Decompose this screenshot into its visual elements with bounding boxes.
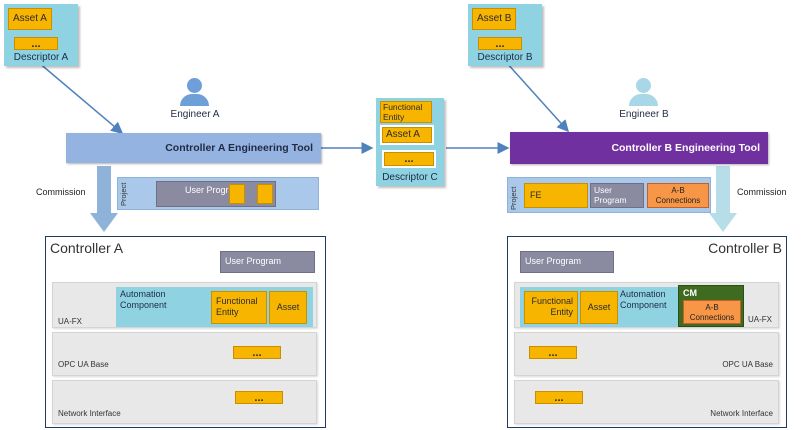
controller-a-automation-component-label: Automation Component	[120, 289, 167, 310]
project-b[interactable]: Project FE User Program A-B Connections	[507, 177, 711, 213]
controller-b-network-dots: ...	[535, 391, 583, 404]
controller-a-layer-opc-ua-base: ... OPC UA Base	[52, 332, 317, 376]
controller-b-asset: Asset	[580, 291, 618, 324]
descriptor-b-dots: ...	[478, 37, 522, 50]
controller-b-cm: CM A-B Connections	[678, 285, 744, 327]
controller-b-cm-label: CM	[683, 288, 697, 298]
controller-a-asset: Asset	[269, 291, 307, 324]
controller-b-network-interface-label: Network Interface	[710, 409, 773, 418]
descriptor-a-label: Descriptor A	[13, 52, 69, 63]
project-b-label: Project	[509, 186, 518, 210]
controller-b-ab-connections: A-B Connections	[683, 300, 741, 324]
descriptor-a-dots: ...	[14, 37, 58, 50]
commission-arrow-a	[90, 166, 118, 232]
engineer-a-label: Engineer A	[170, 109, 220, 120]
controller-b[interactable]: Controller B User Program Automation Com…	[507, 236, 787, 428]
descriptor-c-functional-entity: Functional Entity	[380, 101, 432, 123]
controller-a-functional-entity: Functional Entity	[211, 291, 267, 324]
engineer-a: Engineer A	[160, 78, 230, 122]
controller-a-layer-ua-fx: Automation Component Functional Entity A…	[52, 282, 317, 328]
tool-b-label: Controller B Engineering Tool	[611, 142, 760, 154]
controller-b-user-program: User Program	[520, 251, 614, 273]
controller-a-network-dots: ...	[235, 391, 283, 404]
controller-b-opc-dots: ...	[529, 346, 577, 359]
commission-arrow-b	[709, 166, 737, 232]
controller-b-title: Controller B	[708, 240, 782, 256]
engineer-b-label: Engineer B	[619, 109, 669, 120]
controller-a-layer-network-interface: ... Network Interface	[52, 380, 317, 424]
controller-b-automation-component-label: Automation Component	[620, 289, 667, 310]
descriptor-c-asset: Asset A	[382, 127, 432, 143]
descriptor-a[interactable]: Asset A ... Descriptor A	[4, 4, 78, 66]
engineer-b: Engineer B	[609, 78, 679, 122]
project-b-ab-connections: A-B Connections	[647, 183, 709, 208]
arrow-descriptor-b-to-tool-b	[505, 61, 570, 133]
controller-a-ua-fx-label: UA-FX	[58, 317, 82, 326]
controller-a-user-program: User Program	[220, 251, 315, 273]
commission-b-label: Commission	[737, 187, 787, 197]
controller-b-functional-entity: Functional Entity	[524, 291, 578, 324]
project-a-block-1	[229, 184, 245, 204]
controller-a-opc-dots: ...	[233, 346, 281, 359]
descriptor-c-label: Descriptor C	[382, 172, 438, 183]
controller-a-network-interface-label: Network Interface	[58, 409, 121, 418]
project-a-user-program: User Program	[156, 181, 276, 207]
project-a[interactable]: Project User Program	[117, 177, 319, 210]
controller-b-ua-fx-label: UA-FX	[748, 315, 772, 324]
descriptor-b[interactable]: Asset B ... Descriptor B	[468, 4, 542, 66]
controller-b-layer-ua-fx: Automation Component Functional Entity A…	[514, 282, 779, 328]
controller-a-title: Controller A	[50, 240, 124, 256]
engineer-a-person-icon-head	[187, 78, 202, 93]
controller-b-layer-opc-ua-base: ... OPC UA Base	[514, 332, 779, 376]
project-a-block-2	[257, 184, 273, 204]
project-b-fe: FE	[524, 183, 588, 208]
controller-a-opc-ua-base-label: OPC UA Base	[58, 360, 109, 369]
descriptor-b-label: Descriptor B	[477, 52, 533, 63]
engineer-b-person-icon-body	[629, 94, 658, 106]
descriptor-c[interactable]: Functional Entity Asset A ... Descriptor…	[376, 98, 444, 186]
descriptor-b-asset: Asset B	[472, 8, 516, 30]
controller-a[interactable]: Controller A User Program Automation Com…	[45, 236, 326, 428]
commission-a-label: Commission	[36, 187, 86, 197]
descriptor-a-asset: Asset A	[8, 8, 52, 30]
project-b-user-program: User Program	[590, 183, 644, 208]
controller-b-layer-network-interface: ... Network Interface	[514, 380, 779, 424]
tool-a-label: Controller A Engineering Tool	[165, 142, 313, 154]
engineer-b-person-icon-head	[636, 78, 651, 93]
project-a-label: Project	[119, 182, 128, 206]
controller-b-engineering-tool[interactable]: Controller B Engineering Tool	[510, 132, 768, 164]
engineer-a-person-icon-body	[180, 94, 209, 106]
controller-a-engineering-tool[interactable]: Controller A Engineering Tool	[66, 133, 321, 163]
arrow-descriptor-a-to-tool-a	[37, 61, 124, 134]
controller-b-opc-ua-base-label: OPC UA Base	[722, 360, 773, 369]
descriptor-c-dots: ...	[384, 152, 434, 166]
